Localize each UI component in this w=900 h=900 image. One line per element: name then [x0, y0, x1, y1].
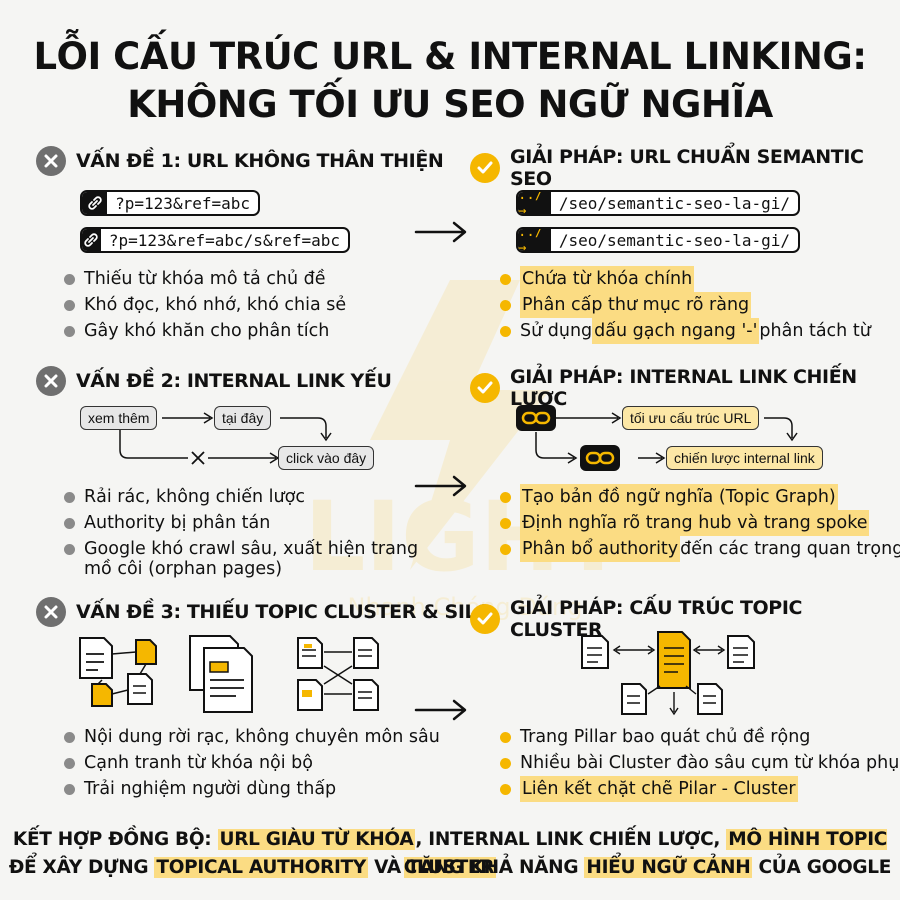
- good-url-1: ../→ /seo/semantic-seo-la-gi/: [516, 190, 800, 216]
- page-subtitle: KHÔNG TỐI ƯU SEO NGỮ NGHĨA: [127, 83, 773, 126]
- arrow-right-icon: [414, 699, 467, 721]
- link-icon: [82, 229, 101, 251]
- pillar-page-icon: [657, 631, 691, 689]
- problem1-heading: VẤN ĐỀ 1: URL KHÔNG THÂN THIỆN: [36, 146, 444, 176]
- solution3-bullets: Trang Pillar bao quát chủ đề rộng Nhiều …: [500, 724, 899, 802]
- weak-link-diagram: [119, 412, 332, 465]
- scattered-content-icons: [79, 635, 379, 713]
- chip-tai-day: tại đây: [214, 406, 272, 430]
- document-icon-cluster-a: [79, 637, 157, 707]
- link-icon: [82, 192, 108, 214]
- problem3-heading: VẤN ĐỀ 3: THIẾU TOPIC CLUSTER & SILO: [36, 597, 492, 627]
- problem2-heading: VẤN ĐỀ 2: INTERNAL LINK YẾU: [36, 366, 392, 396]
- chain-link-icon: [516, 405, 556, 431]
- folder-path-icon: ../→: [518, 192, 551, 214]
- solution1-heading: GIẢI PHÁP: URL CHUẨN SEMANTIC SEO: [470, 146, 900, 190]
- x-circle-icon: [36, 366, 66, 396]
- check-circle-icon: [470, 373, 500, 403]
- solution3-heading: GIẢI PHÁP: CẤU TRÚC TOPIC CLUSTER: [470, 597, 900, 641]
- problem3-bullets: Nội dung rời rạc, không chuyên môn sâu C…: [64, 724, 440, 802]
- chip-toi-uu-url: tối ưu cấu trúc URL: [622, 406, 760, 430]
- folder-path-icon: ../→: [518, 229, 551, 251]
- topic-cluster-diagram: [581, 631, 755, 716]
- arrow-right-icon: [414, 475, 467, 497]
- chip-click-vao-day: click vào đây: [278, 446, 375, 470]
- page-title: LỖI CẤU TRÚC URL & INTERNAL LINKING:: [33, 35, 867, 78]
- document-icon-cluster-b: [189, 635, 253, 713]
- solution2-bullets: Tạo bản đồ ngữ nghĩa (Topic Graph) Định …: [500, 484, 900, 562]
- chip-chien-luoc-internal-link: chiến lược internal link: [666, 446, 823, 470]
- check-circle-icon: [470, 604, 500, 634]
- chip-xem-them: xem thêm: [80, 406, 158, 430]
- solution2-heading: GIẢI PHÁP: INTERNAL LINK CHIẾN LƯỢC: [470, 366, 900, 410]
- check-circle-icon: [470, 153, 500, 183]
- problem2-bullets: Rải rác, không chiến lược Authority bị p…: [64, 484, 418, 582]
- footer-line-2: ĐỂ XÂY DỰNG TOPICAL AUTHORITY VÀ TĂNG KH…: [8, 857, 892, 878]
- bad-url-1: ?p=123&ref=abc: [80, 190, 260, 216]
- x-circle-icon: [36, 597, 66, 627]
- arrow-right-icon: [414, 221, 467, 243]
- strategic-link-diagram: [535, 412, 798, 464]
- problem1-bullets: Thiếu từ khóa mô tả chủ đề Khó đọc, khó …: [64, 266, 346, 344]
- bad-url-2: ?p=123&ref=abc/s&ref=abc: [80, 227, 350, 253]
- chain-link-icon: [580, 445, 620, 471]
- solution1-bullets: Chứa từ khóa chính Phân cấp thư mục rõ r…: [500, 266, 871, 344]
- document-icon-cluster-c: [297, 637, 379, 711]
- good-url-2: ../→ /seo/semantic-seo-la-gi/: [516, 227, 800, 253]
- x-circle-icon: [36, 146, 66, 176]
